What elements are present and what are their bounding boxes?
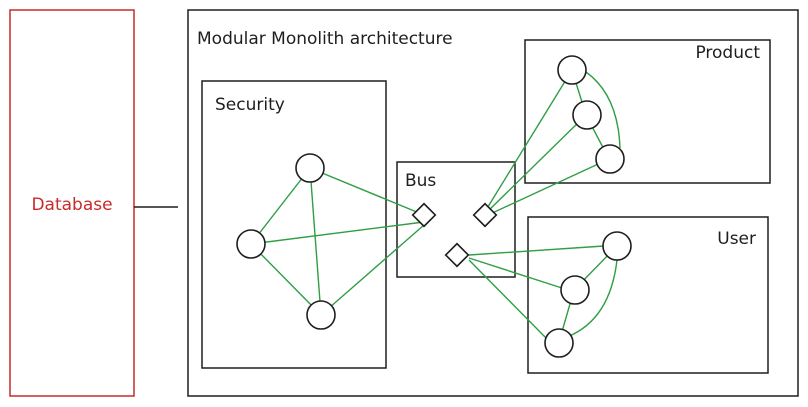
product-node[interactable]	[572, 100, 602, 130]
user-node[interactable]	[602, 231, 632, 261]
security-node[interactable]	[236, 229, 266, 259]
edge	[309, 167, 322, 316]
bus-label: Bus	[405, 171, 436, 191]
edge	[485, 69, 573, 211]
monolith-container[interactable]	[187, 9, 799, 397]
edge	[320, 224, 425, 316]
bus-port[interactable]	[472, 202, 498, 228]
edge	[468, 257, 563, 289]
edge	[309, 167, 425, 216]
bus-module[interactable]	[396, 161, 516, 278]
edge	[250, 167, 311, 245]
user-node[interactable]	[560, 275, 590, 305]
product-node[interactable]	[595, 144, 625, 174]
user-label: User	[717, 229, 756, 249]
product-node[interactable]	[557, 55, 587, 85]
database-box[interactable]	[9, 9, 135, 397]
database-label: Database	[31, 195, 112, 215]
edge	[468, 245, 605, 256]
edge	[585, 71, 621, 149]
product-label: Product	[695, 43, 760, 63]
product-module[interactable]	[524, 39, 771, 184]
bus-port[interactable]	[411, 202, 437, 228]
edge	[485, 114, 587, 214]
security-node[interactable]	[295, 153, 325, 183]
edge	[487, 158, 610, 216]
security-label: Security	[215, 95, 285, 115]
edges-group	[250, 69, 621, 343]
security-node[interactable]	[306, 300, 336, 330]
edge	[250, 243, 322, 316]
edge	[566, 259, 618, 338]
user-module[interactable]	[527, 216, 769, 374]
user-node[interactable]	[544, 328, 574, 358]
security-module[interactable]	[201, 80, 387, 369]
edge	[468, 259, 549, 341]
bus-port[interactable]	[444, 242, 470, 268]
monolith-title: Modular Monolith architecture	[197, 29, 453, 49]
edge	[250, 221, 425, 245]
